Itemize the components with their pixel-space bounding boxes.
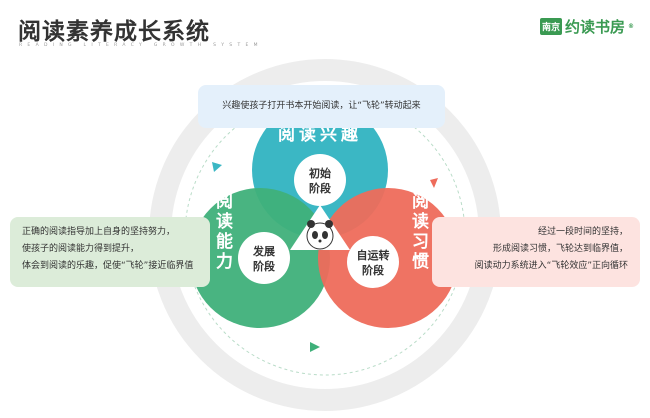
ability-stage-line1: 发展	[252, 244, 276, 258]
ability-desc-line: 使孩子的阅读能力得到提升，	[22, 244, 140, 254]
habit-description: 经过一段时间的坚持， 形成阅读习惯，飞轮达到临界值， 阅读动力系统进入“飞轮效应…	[432, 217, 640, 287]
habit-desc-line: 形成阅读习惯，飞轮达到临界值，	[492, 244, 628, 254]
habit-desc-line: 经过一段时间的坚持，	[537, 227, 628, 237]
page-title: 阅读素养成长系统	[18, 19, 210, 45]
habit-stage-line2: 阶段	[362, 263, 384, 277]
habit-stage-line1: 自运转	[357, 248, 390, 262]
ability-desc-line: 正确的阅读指导加上自身的坚持努力，	[22, 227, 176, 237]
habit-label: 阅读习惯	[408, 191, 429, 272]
interest-stage-line2: 阶段	[309, 181, 331, 195]
habit-desc-line: 阅读动力系统进入“飞轮效应”正向循环	[474, 261, 628, 271]
ability-label: 阅读能力	[212, 191, 233, 272]
interest-label: 阅读兴趣	[278, 124, 362, 145]
interest-stage-line1: 初始	[309, 166, 331, 180]
logo-mark: ®	[628, 23, 634, 30]
arrow-icon	[310, 342, 320, 352]
interest-stage-circle	[294, 154, 346, 206]
logo-badge: 南京	[539, 18, 562, 35]
ability-desc-line: 体会到阅读的乐趣，促使“飞轮”接近临界值	[22, 261, 194, 271]
panda-icon	[306, 220, 334, 250]
logo-text: 约读书房	[564, 18, 625, 36]
ability-description: 正确的阅读指导加上自身的坚持努力， 使孩子的阅读能力得到提升， 体会到阅读的乐趣…	[10, 217, 210, 287]
page-subtitle: READING LITERACY GROWTH SYSTEM	[19, 43, 263, 48]
ability-stage-circle	[238, 232, 290, 284]
brand-logo: 南京 约读书房 ®	[539, 16, 634, 37]
arrow-icon	[212, 162, 222, 172]
habit-stage-circle	[347, 236, 399, 288]
ability-stage-line2: 阶段	[253, 259, 275, 273]
interest-description: 兴趣使孩子打开书本开始阅读，让“飞轮”转动起来	[198, 85, 445, 128]
arrow-icon	[430, 178, 438, 188]
